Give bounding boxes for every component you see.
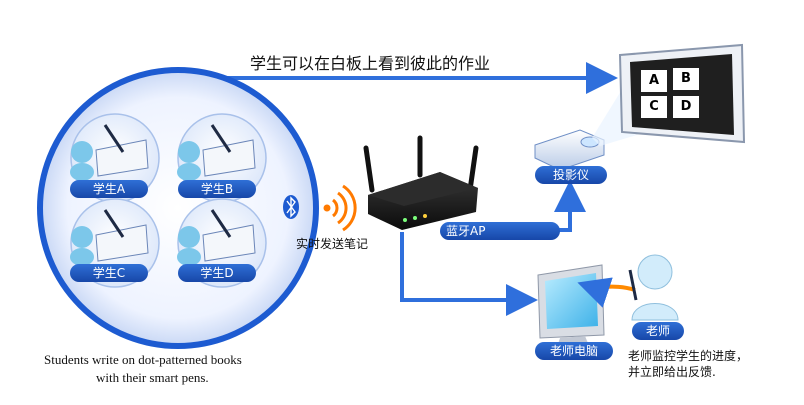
teacher-pc-label: 老师电脑 <box>535 342 613 360</box>
teacher-pen-arrow <box>577 277 636 308</box>
students-desc-line1: Students write on dot-patterned books <box>44 352 242 367</box>
ap-label: 蓝牙AP <box>440 222 560 240</box>
teacher-figure <box>628 254 679 321</box>
ap-to-pc-arrow <box>400 232 538 316</box>
board-cell-b: B <box>673 68 699 90</box>
projector-icon <box>534 129 605 171</box>
students-desc-line2: with their smart pens. <box>96 370 209 385</box>
bluetooth-icon <box>283 195 299 219</box>
teacher-desc-line2: 并立即给出反馈. <box>628 365 716 379</box>
students-circle <box>37 67 319 349</box>
teacher-label: 老师 <box>632 322 684 340</box>
router-icon <box>363 135 479 230</box>
send-notes-label: 实时发送笔记 <box>296 237 369 251</box>
board-cell-d: D <box>673 96 699 118</box>
teacher-pc-icon <box>537 264 605 350</box>
student-b-label: 学生B <box>178 180 256 198</box>
board-cell-c: C <box>641 96 667 118</box>
board-cell-a: A <box>641 70 667 92</box>
student-d-label: 学生D <box>178 264 256 282</box>
top-caption: 学生可以在白板上看到彼此的作业 <box>250 54 491 73</box>
student-c-label: 学生C <box>70 264 148 282</box>
whiteboard <box>618 43 746 144</box>
teacher-desc-line1: 老师监控学生的进度， <box>628 349 749 363</box>
signal-waves-icon <box>323 184 357 232</box>
student-a-label: 学生A <box>70 180 148 198</box>
projector-label: 投影仪 <box>535 166 607 184</box>
to-projector-arrow <box>554 180 586 232</box>
